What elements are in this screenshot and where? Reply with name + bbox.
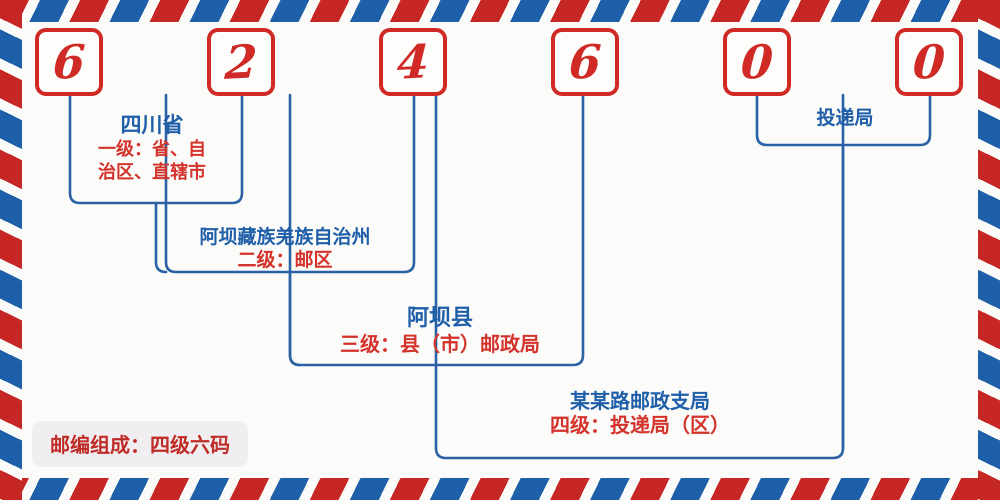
postcode-digit-6-value: 0: [911, 34, 947, 90]
label-level-3: 阿坝县 三级：县（市）邮政局: [290, 305, 590, 356]
label-level-1-desc-line1: 一级：省、自: [98, 138, 206, 160]
label-level-2-title: 阿坝藏族羌族自治州: [199, 226, 371, 248]
envelope-border-left: [0, 0, 22, 500]
postcode-composition-badge-text: 邮编组成：四级六码: [50, 433, 230, 457]
postcode-digit-3-value: 4: [395, 34, 431, 90]
postcode-digit-1[interactable]: 6: [35, 28, 103, 96]
label-level-4-desc: 四级：投递局（区）: [550, 413, 730, 438]
envelope-border-bottom: [0, 478, 1000, 500]
label-level-1-desc-line2: 治区、直辖市: [98, 161, 206, 183]
label-level-2: 阿坝藏族羌族自治州 二级：邮区: [150, 226, 420, 272]
postcode-digit-2[interactable]: 2: [207, 28, 275, 96]
postcode-digit-6[interactable]: 0: [895, 28, 963, 96]
postcode-digit-4-value: 6: [567, 34, 603, 90]
label-level-3-desc: 三级：县（市）邮政局: [340, 331, 540, 356]
postcode-composition-badge: 邮编组成：四级六码: [32, 421, 248, 467]
label-level-4: 某某路邮政支局 四级：投递局（区）: [470, 389, 810, 438]
postcode-digit-3[interactable]: 4: [379, 28, 447, 96]
envelope-border-right: [978, 0, 1000, 500]
label-level-4-title: 某某路邮政支局: [570, 389, 710, 413]
postcode-digit-5[interactable]: 0: [723, 28, 791, 96]
label-level-1: 四川省 一级：省、自 治区、直辖市: [62, 112, 242, 184]
label-level-3-title: 阿坝县: [406, 305, 473, 331]
label-level-1-title: 四川省: [120, 112, 184, 137]
envelope-border-top: [0, 0, 1000, 22]
postcode-digit-2-value: 2: [223, 34, 259, 90]
label-level-2-desc: 二级：邮区: [237, 249, 333, 272]
label-delivery-office-title: 投递局: [816, 107, 874, 129]
postcode-digit-1-value: 6: [51, 34, 87, 90]
postcode-digit-4[interactable]: 6: [551, 28, 619, 96]
label-delivery-office: 投递局: [745, 107, 945, 130]
postcode-digit-5-value: 0: [739, 34, 775, 90]
